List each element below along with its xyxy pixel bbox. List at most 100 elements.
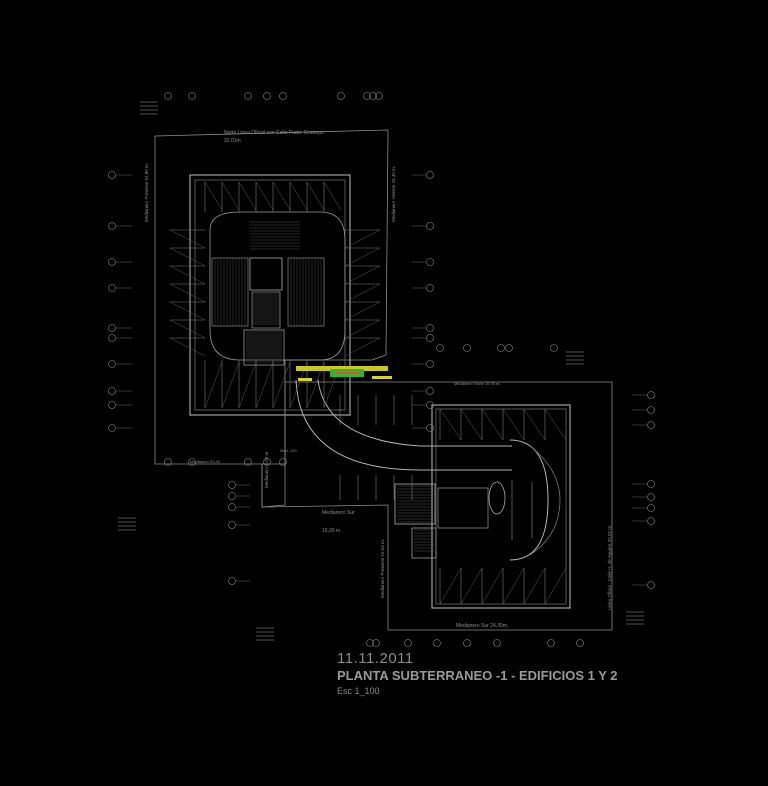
parking-stall-diagonal — [439, 567, 462, 605]
parking-stall-diagonal — [523, 408, 546, 441]
grid-bubble — [108, 360, 116, 368]
grid-bubble — [108, 387, 116, 395]
parking-stall-diagonal — [169, 229, 206, 249]
parking-stall-diagonal — [344, 283, 381, 303]
grid-bubble — [228, 521, 236, 529]
grid-bubble — [647, 421, 655, 429]
site-boundary-building-2 — [261, 381, 613, 631]
grid-bubble — [244, 458, 252, 466]
annotation-yellow-tag — [298, 378, 312, 381]
grid-bubble — [493, 639, 501, 647]
grid-bubble — [188, 92, 196, 100]
parking-stall-diagonal — [502, 567, 525, 605]
grid-bubble — [366, 639, 374, 647]
grid-bubble — [228, 503, 236, 511]
parking-stall-diagonal — [460, 408, 483, 441]
annotation-yellow-tag — [372, 376, 392, 379]
grid-bubble — [188, 458, 196, 466]
parking-stall-diagonal — [169, 319, 206, 339]
grid-bubble — [108, 401, 116, 409]
parking-stall-diagonal — [169, 265, 206, 285]
grid-bubble — [279, 458, 287, 466]
grid-bubble — [647, 581, 655, 589]
grid-bubble — [108, 324, 116, 332]
grid-bubble — [228, 577, 236, 585]
grid-bubble — [550, 344, 558, 352]
grid-bubble — [279, 92, 287, 100]
plan-linework — [154, 129, 613, 631]
parking-stall-diagonal — [272, 181, 291, 211]
parking-stall-diagonal — [238, 181, 257, 211]
grid-bubble — [375, 92, 383, 100]
parking-stall-diagonal — [344, 247, 381, 267]
grid-bubble — [244, 92, 252, 100]
grid-bubble — [363, 92, 371, 100]
grid-bubble — [647, 480, 655, 488]
parking-stall-diagonal — [344, 337, 381, 357]
grid-bubble — [426, 258, 434, 266]
parking-stall-diagonal — [502, 408, 525, 441]
grid-bubble — [647, 406, 655, 414]
building-1-outline — [189, 174, 351, 416]
grid-bubble — [426, 284, 434, 292]
stair-core-building-2 — [394, 483, 436, 525]
parking-stall-diagonal — [204, 181, 223, 211]
building-2-outline — [431, 404, 571, 609]
parking-stall-diagonal — [544, 408, 567, 441]
grid-bubble — [505, 344, 513, 352]
grid-bubble — [404, 639, 412, 647]
parking-stall-diagonal — [323, 181, 342, 211]
parking-stall-diagonal — [523, 567, 546, 605]
parking-stall-diagonal — [544, 567, 567, 605]
parking-stall-diagonal — [289, 181, 308, 211]
plan-date: 11.11.2011 — [337, 650, 414, 667]
grid-bubble — [369, 92, 377, 100]
parking-stall-diagonal — [344, 319, 381, 339]
parking-stall-diagonal — [255, 361, 274, 409]
grid-bubble — [337, 92, 345, 100]
grid-bubble — [426, 171, 434, 179]
grid-bubble — [647, 517, 655, 525]
parking-stall-diagonal — [344, 229, 381, 249]
grid-bubble — [426, 401, 434, 409]
parking-stall-diagonal — [344, 301, 381, 321]
parking-stall-diagonal — [221, 181, 240, 211]
parking-stall-diagonal — [255, 181, 274, 211]
grid-bubble — [647, 504, 655, 512]
grid-bubble — [108, 171, 116, 179]
grid-bubble — [647, 391, 655, 399]
grid-bubble — [228, 481, 236, 489]
plan-scale: Esc 1_100 — [337, 686, 380, 696]
parking-stall-diagonal — [204, 361, 223, 409]
grid-bubble — [463, 639, 471, 647]
parking-stall-diagonal — [169, 301, 206, 321]
grid-bubble — [263, 92, 271, 100]
grid-bubble — [426, 222, 434, 230]
ramp-curve-building-1 — [209, 211, 346, 361]
parking-stall-diagonal — [439, 408, 462, 441]
parking-stall-diagonal — [238, 361, 257, 409]
parking-stall-diagonal — [306, 181, 325, 211]
grid-bubble — [426, 424, 434, 432]
parking-stall-diagonal — [481, 567, 504, 605]
grid-bubble — [164, 458, 172, 466]
grid-bubble — [426, 334, 434, 342]
grid-bubble — [164, 92, 172, 100]
parking-stall-diagonal — [221, 361, 240, 409]
grid-bubble — [426, 387, 434, 395]
parking-stall-diagonal — [460, 567, 483, 605]
grid-bubble — [108, 258, 116, 266]
grid-bubble — [576, 639, 584, 647]
parking-stall-diagonal — [344, 265, 381, 285]
grid-bubble — [463, 344, 471, 352]
grid-bubble — [647, 493, 655, 501]
grid-bubble — [497, 344, 505, 352]
annotation-red-line — [336, 372, 360, 374]
grid-bubble — [108, 334, 116, 342]
grid-bubble — [263, 458, 271, 466]
grid-bubble — [108, 424, 116, 432]
grid-bubble — [433, 639, 441, 647]
grid-bubble — [426, 324, 434, 332]
parking-stall-diagonal — [169, 283, 206, 303]
